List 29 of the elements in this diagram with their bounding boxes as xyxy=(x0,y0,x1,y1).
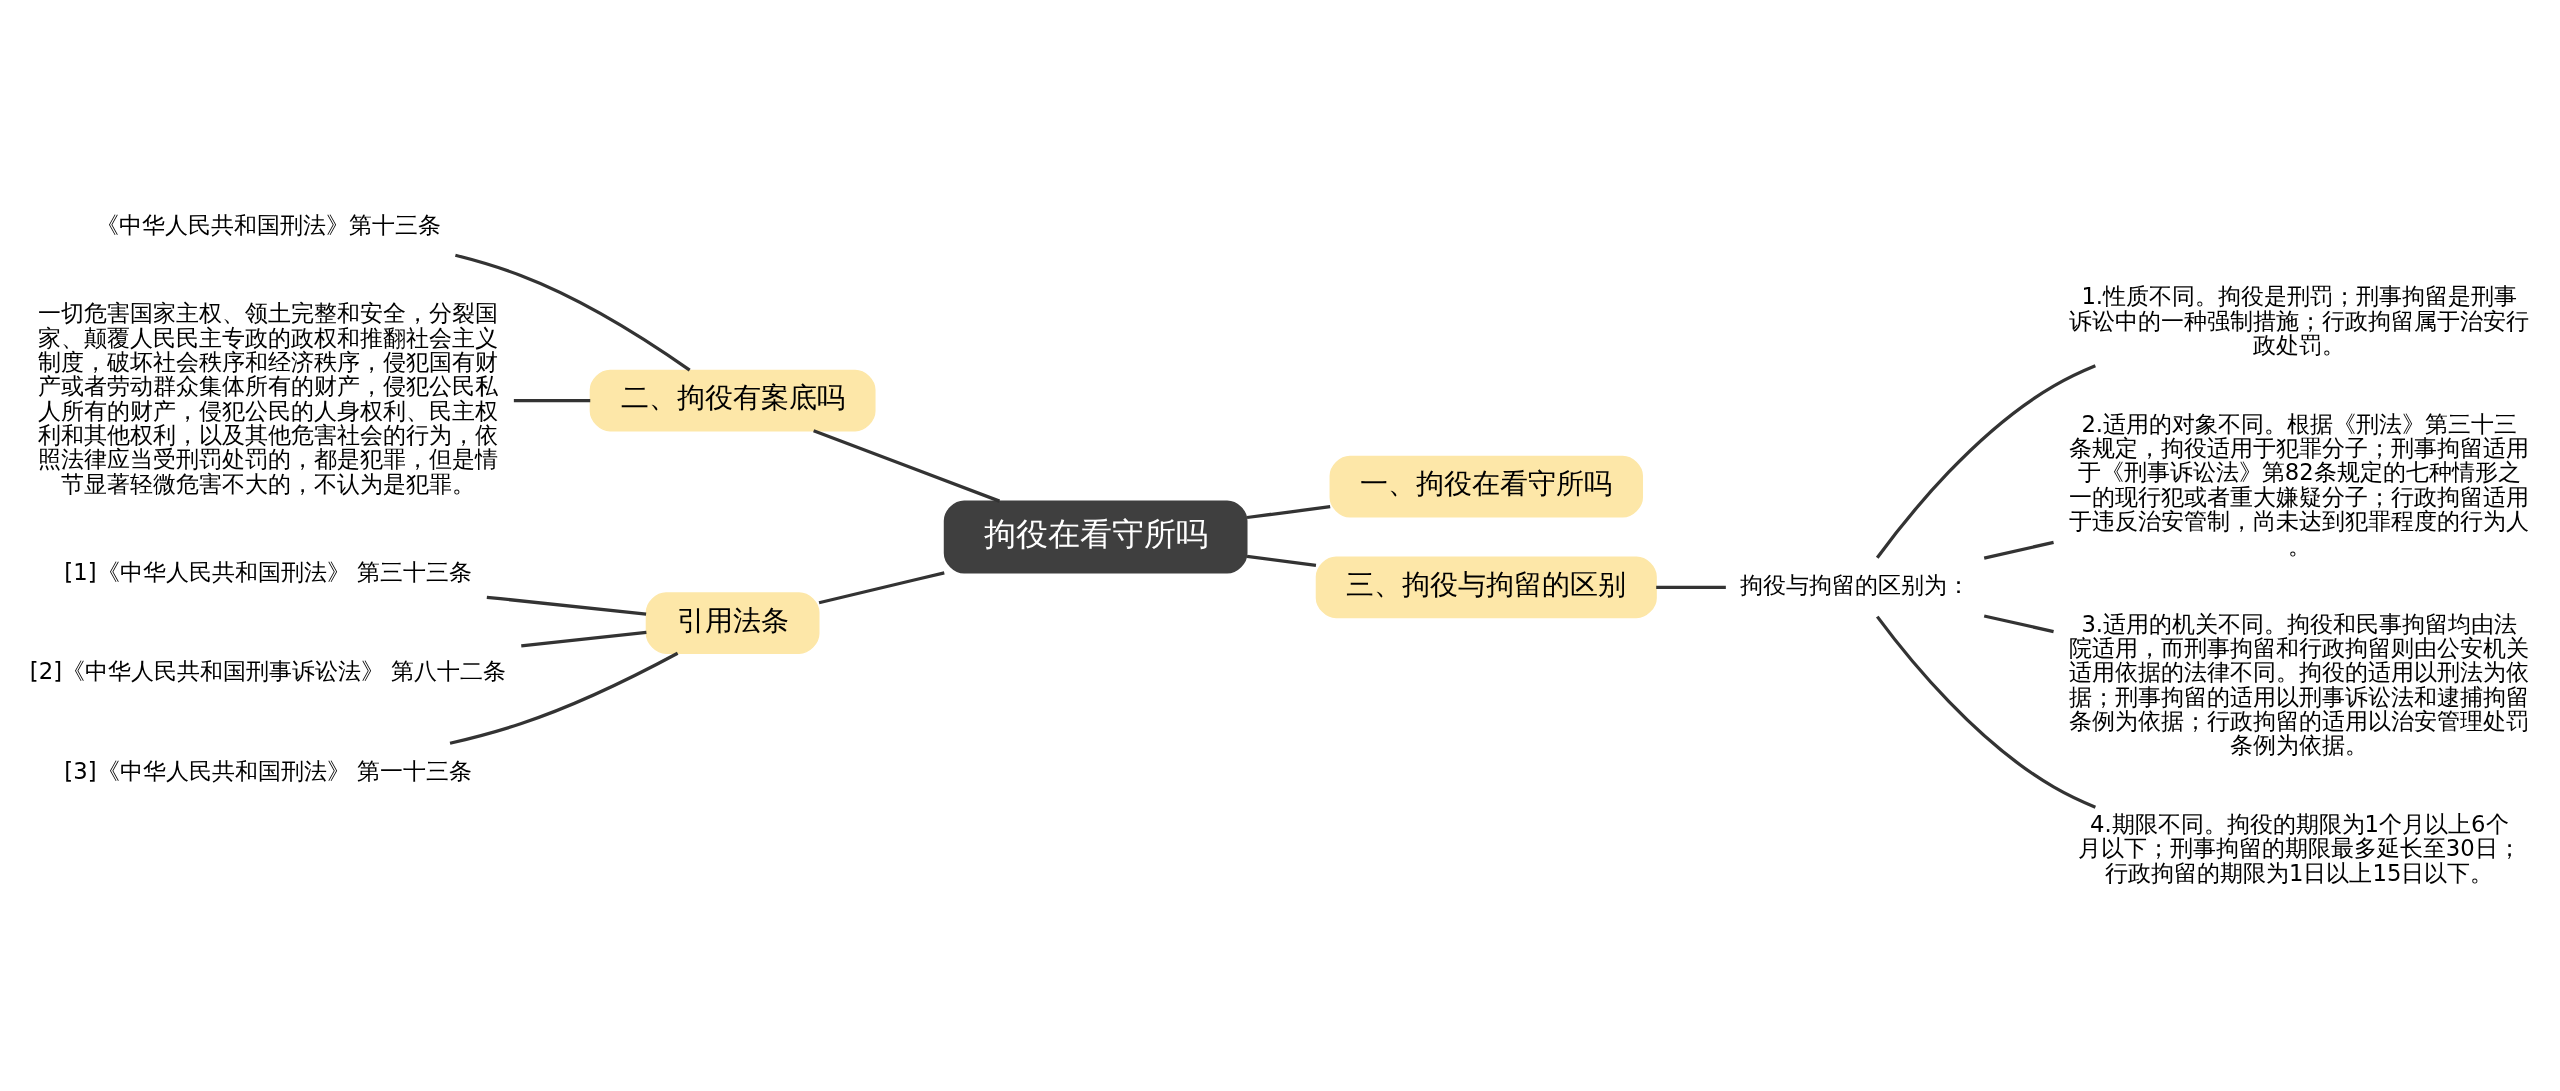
node-box: 引用法条 xyxy=(645,592,820,654)
connector xyxy=(486,595,647,616)
node-text: 《中华人民共和国刑法》第十三条 xyxy=(95,211,441,238)
node-text: 拘役与拘留的区别为： xyxy=(1740,572,1970,599)
connector xyxy=(1246,554,1317,567)
connector xyxy=(521,630,647,648)
connector xyxy=(1875,364,2096,559)
node-text: 一切危害国家主权、领土完整和安全，分裂国家、颠覆人民民主专政的政权和推翻社会主义制度，破坏社会秩序和经济秩序，侵犯国有财产或者劳动群众集体所有的财产，侵犯公民私人所有的财产，侵犯公民的人身权利、民主权利和其他权利，以及其他危害社会的行为，依照法律应当受刑罚处罚的，都是犯罪，但是情节显著轻微危害不大的，不认为是犯罪。 xyxy=(38,300,499,497)
connector xyxy=(813,429,1001,503)
node-box: 拘役在看守所吗 xyxy=(943,500,1248,574)
node-text: 2.适用的对象不同。根据《刑法》第三十三条规定，拘役适用于犯罪分子；刑事拘留适用于《刑事诉讼法》第82条规定的七种情形之一的现行犯或者重大嫌疑分子；行政拘留适用于违反治安管制，尚未达到犯罪程度的行为人。 xyxy=(2069,410,2530,559)
node-box: 二、拘役有案底吗 xyxy=(589,369,876,432)
node-text: 3.适用的机关不同。拘役和民事拘留均由法院适用，而刑事拘留和行政拘留则由公安机关适用依据的法律不同。拘役的适用以刑法为依据；刑事拘留的适用以刑事诉讼法和逮捕拘留条例为依据；行政拘留的适用以治安管理处罚条例为依据。 xyxy=(2069,610,2530,759)
connector xyxy=(1656,585,1726,589)
node-box: 一、拘役在看守所吗 xyxy=(1329,455,1644,518)
node-box: 三、拘役与拘留的区别 xyxy=(1315,556,1657,619)
connector xyxy=(513,398,591,403)
connector xyxy=(1983,540,2054,560)
node-text: 4.期限不同。拘役的期限为1个月以上6个月以下；刑事拘留的期限最多延长至30日；行政拘留的期限为1日以上15日以下。 xyxy=(2077,811,2521,886)
connector xyxy=(454,253,691,372)
connector xyxy=(449,651,679,745)
connector xyxy=(1876,615,2096,809)
connector xyxy=(1983,614,2054,634)
connector xyxy=(818,571,945,605)
node-text: [1]《中华人民共和国刑法》 第三十三条 xyxy=(64,559,472,586)
node-text: 1.性质不同。拘役是刑罚；刑事拘留是刑事诉讼中的一种强制措施；行政拘留属于治安行政处罚。 xyxy=(2069,283,2530,358)
node-text: [2]《中华人民共和国刑事诉讼法》 第八十二条 xyxy=(29,658,507,685)
connector xyxy=(1246,505,1331,520)
node-text: [3]《中华人民共和国刑法》 第一十三条 xyxy=(64,757,472,784)
